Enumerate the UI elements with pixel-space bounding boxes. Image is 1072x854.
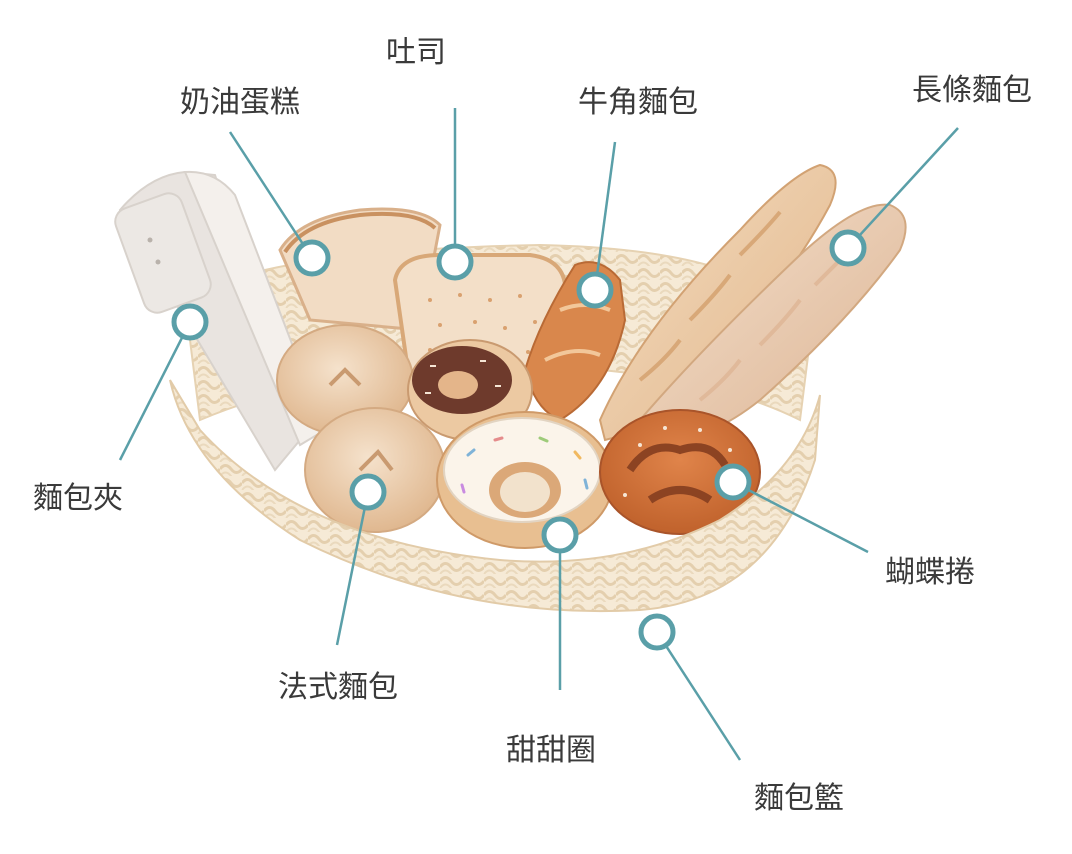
pointer-dot-french-bread xyxy=(349,473,387,511)
pointer-line-french-bread xyxy=(335,491,370,646)
label-french-bread: 法式麵包 xyxy=(278,670,398,705)
pointer-line-baguette-long xyxy=(847,127,959,249)
pointer-dot-baguette-long xyxy=(829,229,867,267)
pointer-lines xyxy=(118,108,959,761)
label-toast: 吐司 xyxy=(386,35,446,70)
pointer-dot-croissant xyxy=(576,271,614,309)
pointer-dot-pretzel-roll xyxy=(714,463,752,501)
label-tongs: 麵包夾 xyxy=(33,481,123,516)
pointer-dot-cream-cake xyxy=(293,239,331,277)
pointer-dot-donut xyxy=(541,516,579,554)
donut xyxy=(436,411,614,549)
label-pretzel-roll: 蝴蝶捲 xyxy=(885,555,975,590)
label-croissant: 牛角麵包 xyxy=(578,85,698,120)
pointer-line-pretzel-roll xyxy=(732,480,869,554)
pointer-line-croissant xyxy=(593,141,617,291)
label-bread-basket: 麵包籃 xyxy=(754,781,844,816)
french-bread xyxy=(304,407,446,533)
pointer-dot-toast xyxy=(436,243,474,281)
pointer-line-bread-basket xyxy=(655,631,742,761)
pretzel-roll xyxy=(599,409,761,535)
pointer-line-cream-cake xyxy=(228,131,314,259)
pointer-dot-tongs xyxy=(171,303,209,341)
label-donut: 甜甜圈 xyxy=(506,733,596,768)
pointer-line-tongs xyxy=(118,321,192,461)
label-cream-cake: 奶油蛋糕 xyxy=(180,85,300,120)
label-baguette-long: 長條麵包 xyxy=(912,73,1032,108)
bread-basket-front xyxy=(169,379,821,613)
pointer-dot-bread-basket xyxy=(638,613,676,651)
